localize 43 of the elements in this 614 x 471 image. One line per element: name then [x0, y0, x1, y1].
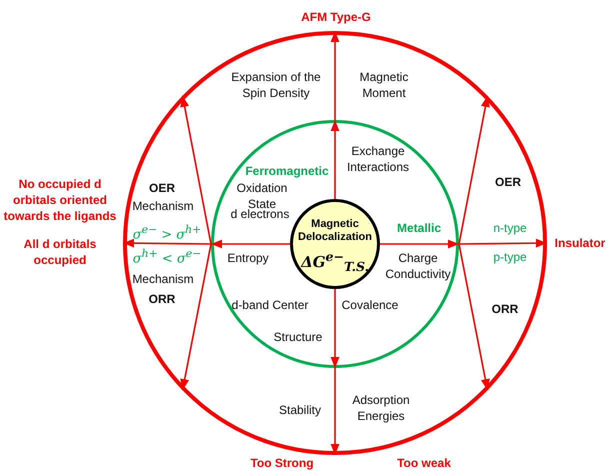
property-label: d electrons: [230, 207, 290, 222]
arrow: [330, 31, 340, 120]
type-label: n-type: [492, 220, 528, 236]
arrow: [180, 96, 212, 244]
outer-label: Insulator: [554, 235, 606, 251]
arrow: [380, 240, 459, 248]
outer-ring: [123, 31, 547, 455]
arrow: [458, 96, 490, 244]
arrow: [330, 120, 340, 199]
outer-label: No occupied d orbitals oriented towards the ligands: [2, 176, 118, 224]
reaction-label: OER: [148, 180, 176, 196]
inner-ring: [211, 120, 459, 368]
property-label: Charge Conductivity: [384, 250, 452, 282]
property-label: Mechanism: [131, 198, 195, 214]
outer-label: Too weak: [396, 455, 452, 471]
property-label: Mechanism: [131, 271, 195, 287]
property-label: Expansion of the Spin Density: [230, 69, 322, 101]
outer-label: AFM Type-G: [300, 9, 372, 25]
arrow: [180, 244, 212, 390]
reaction-label: OER: [494, 174, 522, 190]
property-label: Covalence: [340, 297, 400, 313]
property-label: Adsorption Energies: [351, 392, 411, 424]
arrow: [459, 238, 547, 248]
state-label: Metallic: [396, 220, 442, 236]
arrow: [211, 240, 290, 248]
property-label: Entropy: [226, 250, 270, 266]
reaction-label: ORR: [148, 291, 176, 307]
formula: σ$^{h+}$ < σ$^{e−}$: [132, 246, 202, 268]
outer-label: Too Strong: [249, 455, 315, 471]
property-label: Exchange Interactions: [346, 143, 410, 175]
reaction-label: ORR: [490, 301, 520, 317]
property-label: Stability: [278, 402, 322, 418]
arrow: [330, 368, 340, 455]
state-label: Ferromagnetic: [244, 163, 330, 179]
arrow: [330, 289, 340, 368]
type-label: p-type: [492, 249, 528, 265]
arrow: [458, 244, 490, 390]
property-label: Structure: [272, 329, 324, 345]
node-title: Magnetic Delocalization: [297, 218, 373, 244]
outer-label: All d orbitals occupied: [22, 236, 98, 268]
formula: σ$^{e−}$ > σ$^{h+}$: [132, 222, 202, 244]
property-label: Magnetic Moment: [358, 69, 410, 101]
property-label: d-band Center: [230, 297, 310, 313]
